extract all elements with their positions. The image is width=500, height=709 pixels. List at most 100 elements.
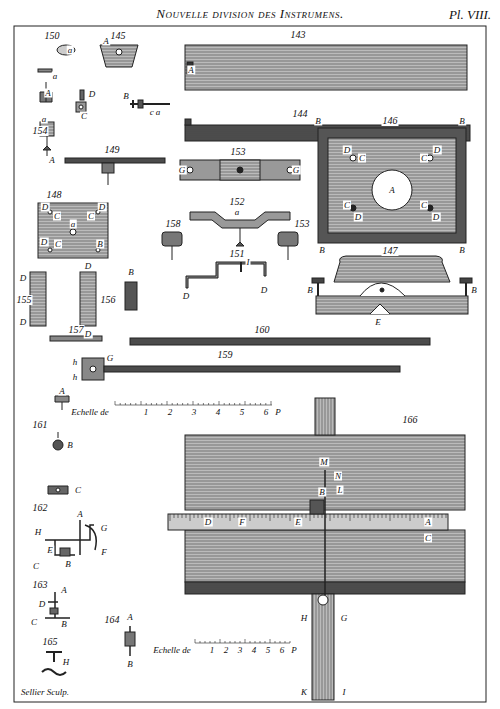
engraving-line xyxy=(410,514,411,521)
engraving-line xyxy=(265,641,266,643)
engraving-line xyxy=(306,514,307,518)
engraving-rect xyxy=(60,548,70,556)
callout-letter: A xyxy=(58,387,66,396)
callout-letter: 5 xyxy=(239,408,246,417)
engraving-rect xyxy=(220,160,260,180)
engraving-line xyxy=(250,403,251,405)
engraving-rect xyxy=(185,119,191,125)
callout-letter: B xyxy=(60,620,68,629)
engraving-line xyxy=(146,403,147,405)
engraving-line xyxy=(213,403,214,405)
callout-letter: Pl. VIII. xyxy=(448,8,492,21)
callout-letter: E xyxy=(374,318,382,327)
engraving-line xyxy=(226,514,227,518)
callout-letter: L xyxy=(336,486,343,495)
engraving-path xyxy=(172,246,173,260)
engraving-line xyxy=(218,514,219,518)
engraving-line xyxy=(366,514,367,518)
callout-letter: K xyxy=(300,688,308,697)
callout-letter: D xyxy=(19,318,28,327)
engraving-line xyxy=(234,514,235,518)
engraving-line xyxy=(255,641,256,643)
figure-number: 157 xyxy=(68,325,85,335)
engraving-line xyxy=(398,514,399,518)
engraving-line xyxy=(382,514,383,518)
engraving-circle xyxy=(90,366,96,372)
figure-number: 146 xyxy=(382,116,399,126)
engraving-line xyxy=(386,514,387,518)
callout-letter: a xyxy=(234,208,241,217)
callout-letter: C xyxy=(32,562,40,571)
callout-letter: C xyxy=(30,618,38,627)
callout-letter: A xyxy=(44,89,52,98)
callout-letter: h xyxy=(72,358,79,367)
engraving-line xyxy=(187,403,188,405)
engraving-rect xyxy=(312,594,334,700)
callout-letter: C xyxy=(343,201,351,210)
engraving-line xyxy=(230,514,231,521)
engraving-line xyxy=(135,403,136,405)
engraving-line xyxy=(202,514,203,518)
figure-number: 147 xyxy=(382,246,399,256)
engraving-line xyxy=(167,401,168,405)
engraving-line xyxy=(270,514,271,521)
callout-letter: 6 xyxy=(263,408,270,417)
callout-letter: N xyxy=(334,472,342,481)
callout-letter: G xyxy=(106,354,115,363)
callout-letter: A xyxy=(126,613,134,622)
callout-letter: D xyxy=(88,90,97,99)
engraving-path xyxy=(100,45,138,67)
engraving-line xyxy=(161,403,162,405)
engraving-line xyxy=(354,514,355,518)
callout-letter: 4 xyxy=(251,646,258,655)
engraving-line xyxy=(260,403,261,405)
callout-letter: G xyxy=(100,524,109,533)
callout-letter: A xyxy=(48,156,56,165)
callout-letter: G xyxy=(292,166,301,175)
callout-letter: C xyxy=(358,154,366,163)
engraving-line xyxy=(326,514,327,518)
engraving-line xyxy=(310,514,311,521)
figure-number: 162 xyxy=(32,503,49,513)
engraving-line xyxy=(200,641,201,643)
callout-letter: D xyxy=(41,203,50,212)
engraving-line xyxy=(358,514,359,518)
engraving-line xyxy=(224,403,225,405)
callout-letter: a xyxy=(41,115,48,124)
callout-letter: D xyxy=(432,213,441,222)
figure-number: 149 xyxy=(104,145,121,155)
engraving-path xyxy=(45,520,96,555)
engraving-rect xyxy=(278,232,298,246)
callout-letter: B xyxy=(306,286,314,295)
engraving-path xyxy=(288,246,289,260)
engraving-line xyxy=(318,514,319,518)
callout-letter: A xyxy=(76,510,84,519)
callout-letter: 1 xyxy=(209,646,216,655)
callout-letter: C xyxy=(87,212,95,221)
figure-number: 151 xyxy=(229,249,246,259)
engraving-line xyxy=(265,403,266,405)
engraving-rect xyxy=(162,232,182,246)
engraving-line xyxy=(442,514,443,518)
engraving-line xyxy=(362,514,363,518)
engraving-rect xyxy=(318,128,466,243)
callout-letter: D xyxy=(343,146,352,155)
engraving-line xyxy=(240,641,241,643)
callout-letter: a xyxy=(67,46,74,55)
engraving-line xyxy=(260,641,261,643)
engraving-line xyxy=(177,403,178,405)
engraving-line xyxy=(285,641,286,643)
figure-number: 145 xyxy=(110,31,127,41)
engraving-line xyxy=(438,514,439,518)
engraving-line xyxy=(230,641,231,643)
engraving-line xyxy=(235,641,236,643)
callout-letter: 2 xyxy=(167,408,174,417)
engraving-rect xyxy=(125,282,137,310)
engraving-line xyxy=(282,514,283,518)
engraving-line xyxy=(186,514,187,518)
engraving-path xyxy=(108,173,109,185)
callout-letter: F xyxy=(100,548,108,557)
callout-letter: G xyxy=(340,614,349,623)
